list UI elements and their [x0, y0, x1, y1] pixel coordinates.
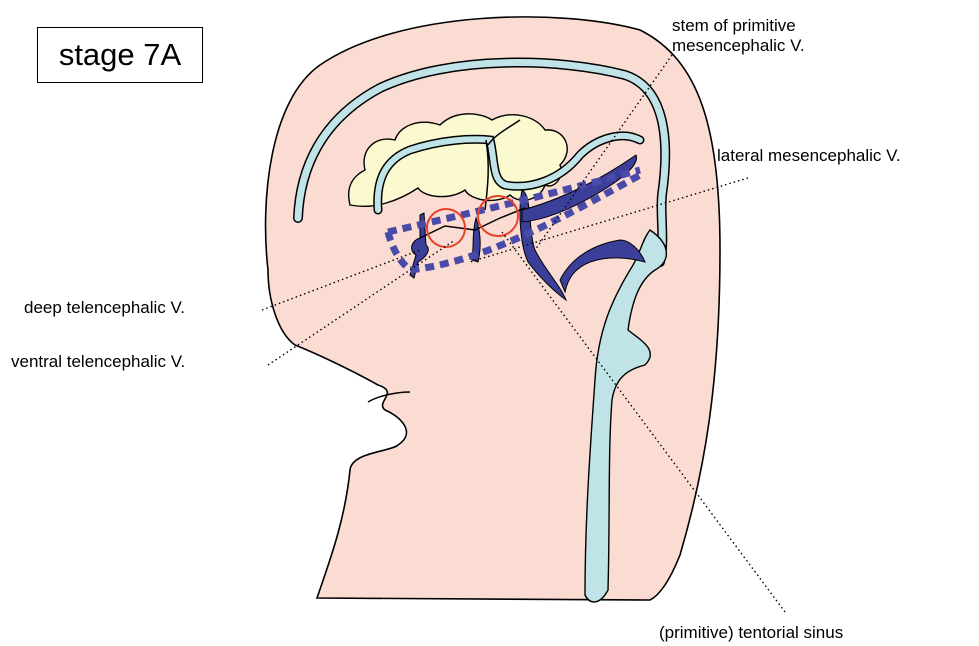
label-ventral-telencephalic: ventral telencephalic V.	[11, 352, 185, 372]
label-deep-telencephalic: deep telencephalic V.	[24, 298, 185, 318]
label-stem-line2: mesencephalic V.	[672, 36, 805, 56]
label-stem-primitive-mesencephalic: stem of primitive mesencephalic V.	[672, 16, 805, 56]
stage-label: stage 7A	[37, 27, 203, 83]
label-lateral-mesencephalic: lateral mesencephalic V.	[717, 146, 901, 166]
label-tentorial-sinus: (primitive) tentorial sinus	[659, 623, 843, 643]
label-stem-line1: stem of primitive	[672, 16, 805, 36]
